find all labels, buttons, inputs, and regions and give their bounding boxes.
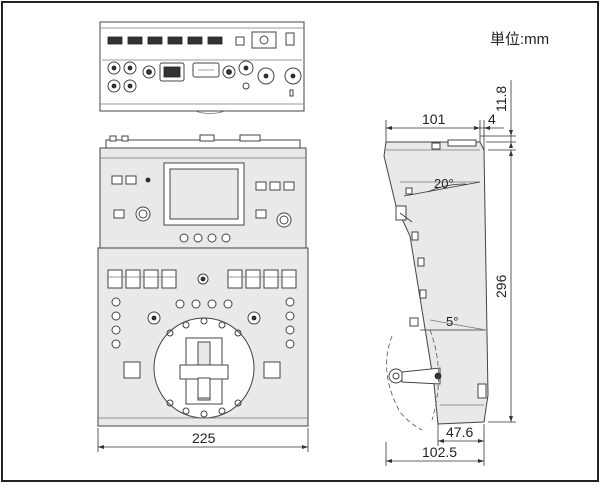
front-panel-view: [97, 134, 309, 427]
hdmi-ports: [107, 36, 223, 45]
label-front-width: 225: [192, 430, 216, 446]
label-side-top-offset: 4: [488, 111, 496, 127]
crosspoint-buttons: [107, 269, 297, 289]
side-tbar-knob: [388, 368, 404, 384]
usb-port: [235, 36, 245, 46]
rear-connectors: [102, 59, 302, 97]
dim-front-width: 225: [97, 428, 309, 452]
left-knob: [135, 206, 151, 222]
unit-label: 単位:mm: [490, 31, 549, 48]
power-switch: [285, 32, 295, 46]
tbar-ring-dots: [166, 317, 242, 418]
dim-side-bottom-depth: 47.6: [437, 424, 485, 446]
label-side-bottom-depth: 47.6: [446, 424, 473, 440]
tbar-handle: [179, 364, 229, 380]
power-inlet: [251, 31, 277, 49]
dim-side-total-depth: 102.5: [385, 442, 485, 466]
label-angle-top: 20°: [434, 176, 454, 191]
right-knob: [276, 212, 292, 228]
label-side-top-depth: 101: [422, 111, 446, 127]
dim-side-top-offset: 4: [480, 111, 504, 150]
label-angle-lower: 5°: [446, 314, 458, 329]
dim-side-top-depth: 101: [385, 111, 481, 142]
label-side-height: 296: [493, 274, 509, 298]
side-view: [383, 139, 489, 431]
dim-side-height-step: 11.8: [480, 80, 516, 148]
angle-top: 20°: [403, 176, 481, 197]
label-side-total-depth: 102.5: [422, 444, 457, 460]
label-side-height-step: 11.8: [493, 86, 509, 112]
dim-side-height: 296: [488, 149, 516, 423]
rear-panel-view: [99, 21, 305, 114]
angle-lower: 5°: [420, 314, 487, 331]
